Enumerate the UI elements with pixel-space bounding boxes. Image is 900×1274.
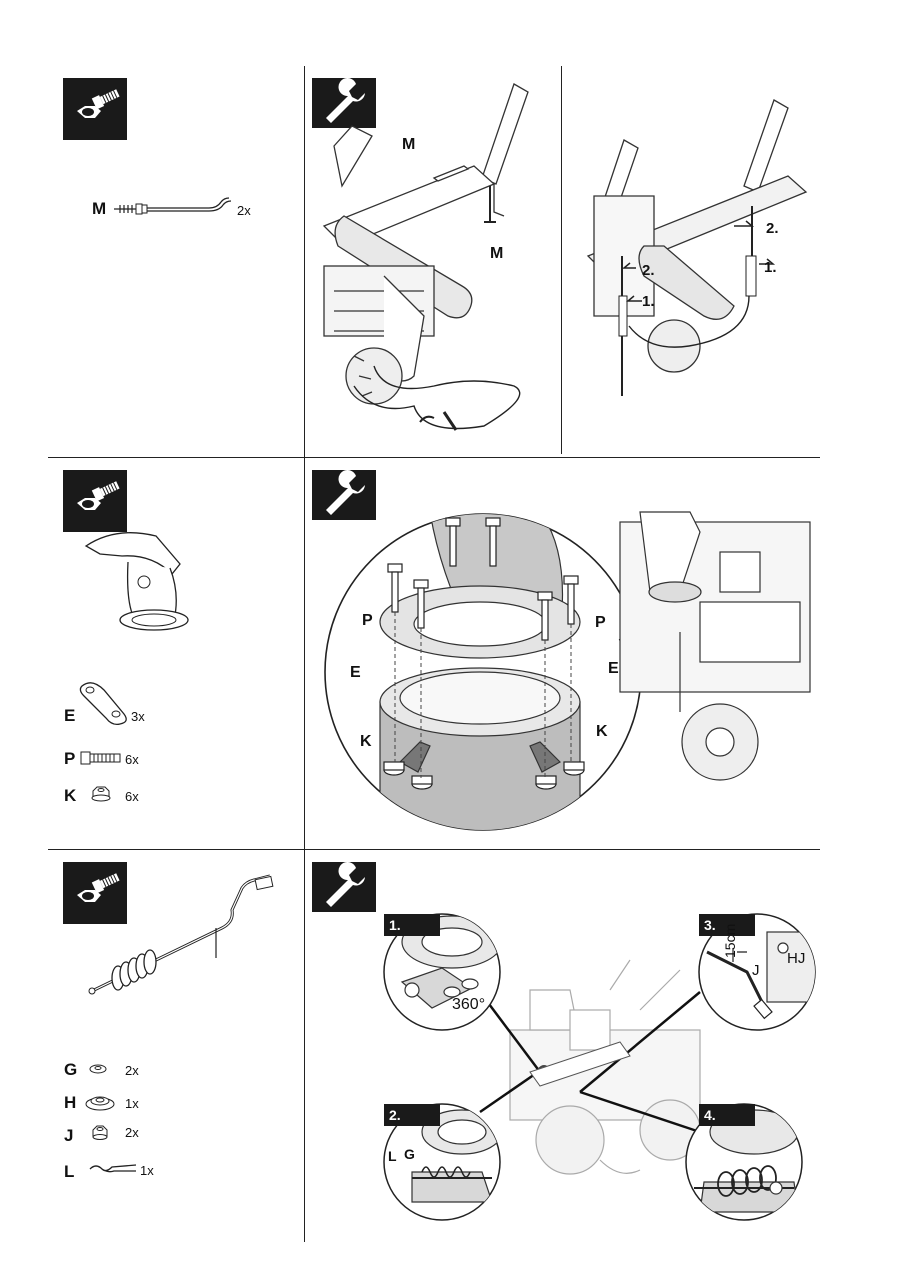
callout-step-2-right: 2.: [766, 220, 779, 237]
part-e-quantity: 3x: [131, 709, 145, 724]
inset-1-crank-bracket: [383, 913, 501, 1031]
part-l-letter: L: [64, 1162, 75, 1181]
callout-step-1-right: 1.: [764, 259, 777, 276]
step-3-badge: 3.: [699, 914, 755, 936]
callout-step-1-left: 1.: [642, 293, 655, 310]
parts-badge-2: [63, 470, 127, 532]
part-p-letter: P: [64, 749, 76, 768]
parts-badge-3: [63, 862, 127, 924]
part-j-nut-drawing: [92, 1125, 108, 1140]
step-4-label: 4.: [704, 1107, 716, 1123]
step-1-label: 1.: [389, 917, 401, 933]
part-g-quantity: 2x: [125, 1063, 139, 1078]
crank-rod-part-drawing: [88, 874, 274, 995]
step-4-badge: 4.: [699, 1104, 755, 1126]
part-j-letter: J: [64, 1126, 74, 1145]
callout-p-left: P: [362, 612, 373, 629]
vertical-divider-left: [304, 66, 305, 1242]
cable-hook-installation-illustration: [586, 99, 808, 396]
chute-ring-detail-illustration: [324, 511, 811, 831]
distance-15cm-label: 15cm: [722, 923, 738, 958]
part-h-washer-drawing: [85, 1096, 115, 1111]
step-3-label: 3.: [704, 917, 716, 933]
inset-2-label-l: L: [388, 1148, 397, 1164]
callout-m-bottom: M: [490, 245, 504, 262]
part-e-drawing: [79, 682, 127, 726]
part-g-washer-drawing: [89, 1064, 107, 1074]
assembly-badge-1a: [312, 78, 376, 128]
inset-2-label-g: G: [404, 1146, 415, 1162]
inset-3-label-j: J: [752, 962, 760, 979]
step-2-label: 2.: [389, 1107, 401, 1123]
handlebar-cable-mounting-illustration: [322, 83, 529, 431]
horizontal-divider-1: [48, 457, 820, 458]
part-k-quantity: 6x: [125, 789, 139, 804]
part-g-letter: G: [64, 1060, 78, 1079]
part-m-quantity: 2x: [237, 203, 251, 218]
callout-m-top: M: [402, 136, 416, 153]
inset-3-cable-clamp: [698, 913, 816, 1031]
part-m-rod-drawing: [114, 197, 232, 215]
wrench-icon: [312, 78, 376, 128]
callout-e-right: E: [608, 660, 619, 677]
part-p-bolt-drawing: [80, 751, 121, 765]
part-l-quantity: 1x: [140, 1163, 154, 1178]
nut-and-bolt-icon: [63, 78, 127, 140]
chute-part-drawing: [84, 532, 189, 631]
wrench-icon: [312, 470, 376, 520]
part-k-nut-drawing: [91, 786, 111, 802]
part-h-quantity: 1x: [125, 1096, 139, 1111]
part-m-letter: M: [92, 199, 107, 218]
part-l-clip-drawing: [89, 1164, 137, 1173]
callout-k-right: K: [596, 723, 608, 740]
part-e-letter: E: [64, 706, 76, 725]
part-j-quantity: 2x: [125, 1125, 139, 1140]
horizontal-divider-2: [48, 849, 820, 850]
part-k-letter: K: [64, 786, 77, 805]
part-p-quantity: 6x: [125, 752, 139, 767]
callout-p-right: P: [595, 614, 606, 631]
callout-step-2-left: 2.: [642, 262, 655, 279]
rotation-360-label: 360°: [452, 996, 486, 1013]
parts-badge-1: [63, 78, 127, 140]
step-2-badge: 2.: [384, 1104, 440, 1126]
inset-3-label-hj: HJ: [787, 950, 806, 967]
callout-e-left: E: [350, 664, 361, 681]
inset-2-spring-assembly: [383, 1103, 501, 1221]
vertical-divider-right-top: [561, 66, 562, 454]
assembly-badge-2: [312, 470, 376, 520]
nut-and-bolt-icon: [63, 862, 127, 924]
wrench-icon: [312, 862, 376, 912]
part-h-letter: H: [64, 1093, 77, 1112]
callout-k-left: K: [360, 733, 372, 750]
step-1-badge: 1.: [384, 914, 440, 936]
nut-and-bolt-icon: [63, 470, 127, 532]
assembly-badge-3: [312, 862, 376, 912]
